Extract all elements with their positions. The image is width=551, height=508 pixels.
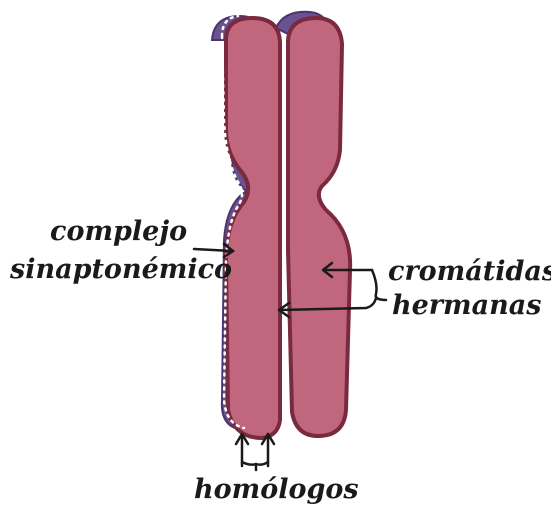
sister-chromatid-right xyxy=(288,18,350,436)
label-synaptonemal-line2: sinaptonémico xyxy=(9,254,232,285)
sister-chromatid-left xyxy=(226,18,280,438)
label-synaptonemal-line1: complejo xyxy=(50,216,187,247)
label-chromatids-line1: cromátidas xyxy=(388,256,551,287)
label-homologs: homólogos xyxy=(194,474,359,505)
label-chromatids-line2: hermanas xyxy=(392,290,541,321)
